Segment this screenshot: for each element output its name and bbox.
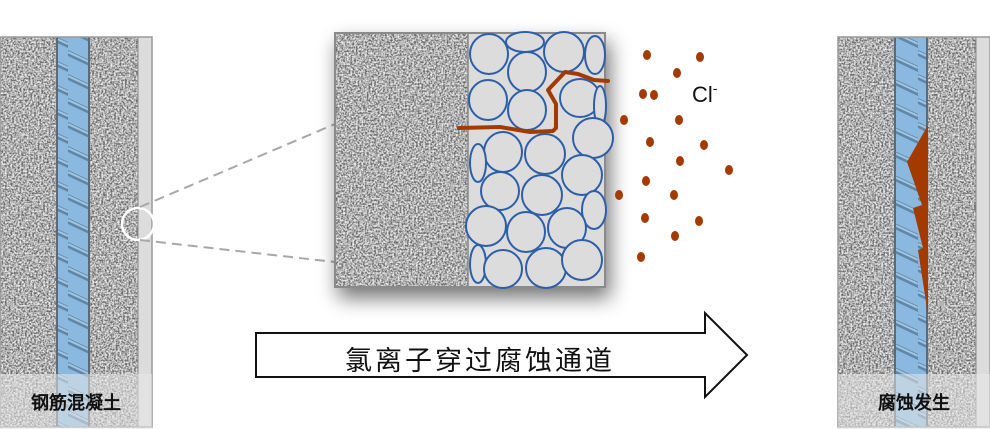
magnifier-callout xyxy=(120,123,336,263)
right-corroded-panel xyxy=(837,36,990,429)
crack-channel xyxy=(457,70,610,134)
aggregate-particles xyxy=(465,31,614,289)
chloride-ion-label: Cl- xyxy=(692,80,718,107)
chloride-ions xyxy=(615,50,733,262)
corrosion-damage xyxy=(907,125,928,315)
right-panel-label: 腐蚀发生 xyxy=(878,393,950,414)
process-arrow xyxy=(255,310,749,400)
left-panel-label: 钢筋混凝土 xyxy=(31,393,121,414)
arrow-label: 氯离子穿过腐蚀通道 xyxy=(345,345,615,377)
left-rebar-concrete-panel xyxy=(0,36,153,429)
